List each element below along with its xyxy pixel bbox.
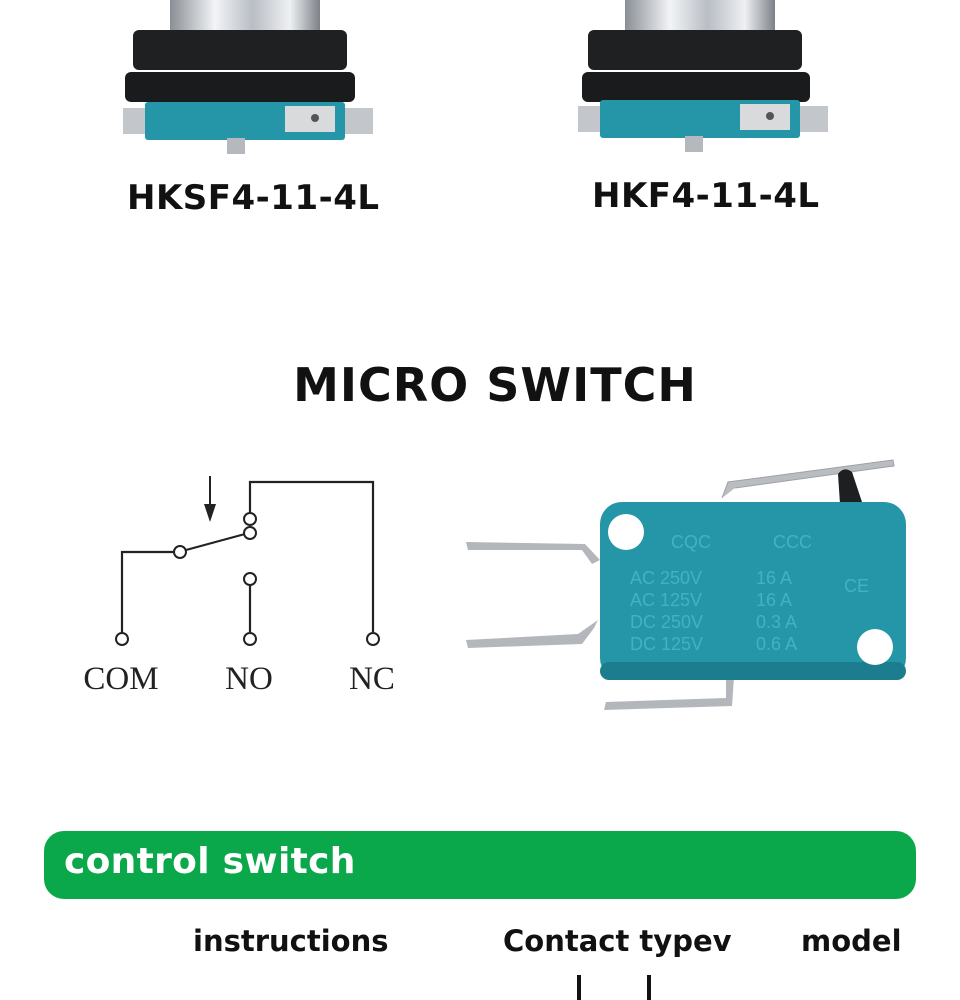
- column-tick: [577, 975, 581, 1000]
- product-model-label: HKSF4-11-4L: [127, 178, 380, 218]
- rating-voltage: AC 250V: [630, 568, 702, 588]
- cert-mark-cqc: CQC: [671, 532, 711, 552]
- product-model-label: HKF4-11-4L: [592, 176, 820, 216]
- micro-switch-schematic: COM NO NC: [83, 476, 395, 697]
- product-image-hkf4: [570, 0, 835, 160]
- terminal-label-com: COM: [83, 661, 158, 697]
- terminal-label-nc: NC: [349, 661, 395, 697]
- rating-current: 16 A: [756, 590, 792, 610]
- column-header-instructions: instructions: [193, 924, 389, 958]
- cert-mark-ce: CE: [844, 576, 869, 596]
- rating-current: 16 A: [756, 568, 792, 588]
- column-header-model: model: [801, 924, 902, 958]
- section-title: MICRO SWITCH: [293, 358, 697, 412]
- rating-current: 0.6 A: [756, 634, 797, 654]
- column-tick: [647, 975, 651, 1000]
- banner-title: control switch: [64, 841, 356, 882]
- cert-mark-ccc: CCC: [773, 532, 812, 552]
- product-image-hksf4: [115, 0, 380, 160]
- rating-current: 0.3 A: [756, 612, 797, 632]
- rating-voltage: DC 125V: [630, 634, 703, 654]
- terminal-label-no: NO: [225, 661, 273, 697]
- rating-voltage: AC 125V: [630, 590, 702, 610]
- column-header-contact-type: Contact typev: [503, 924, 732, 958]
- rating-voltage: DC 250V: [630, 612, 703, 632]
- section-banner: control switch: [44, 831, 916, 899]
- micro-switch-photo: CQC CCC CE AC 250V 16 A AC 125V 16 A DC …: [466, 459, 906, 710]
